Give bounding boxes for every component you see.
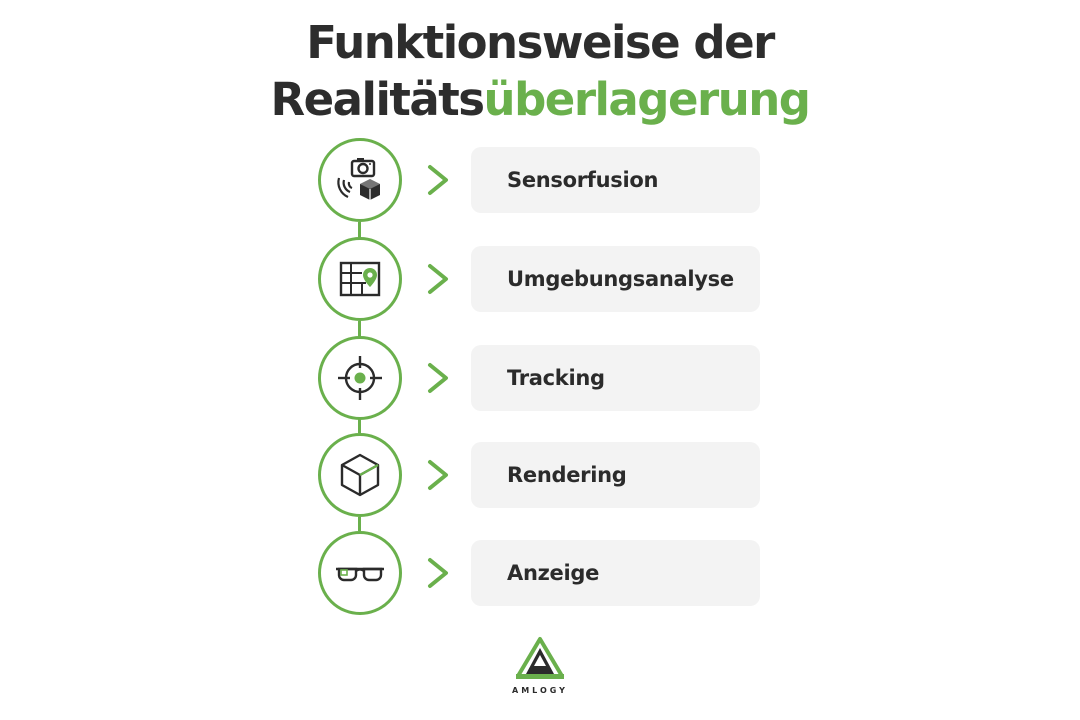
step-umgebungsanalyse: Umgebungsanalyse [0, 237, 1080, 321]
smart-glasses-icon [336, 567, 384, 582]
step-label-card: Anzeige [471, 540, 760, 606]
camera-sensor-cube-icon [337, 158, 380, 200]
chevron-right-icon [428, 363, 448, 393]
step-rendering: Rendering [0, 433, 1080, 517]
step-circle [318, 237, 402, 321]
step-label-card: Tracking [471, 345, 760, 411]
step-label-card: Rendering [471, 442, 760, 508]
step-label-card: Sensorfusion [471, 147, 760, 213]
chevron-right-icon [428, 264, 448, 294]
title-line-1: Funktionsweise der [306, 16, 775, 69]
chevron-right-icon [428, 460, 448, 490]
step-circle [318, 138, 402, 222]
connector-line [358, 321, 361, 337]
logo-mark-icon [516, 637, 564, 679]
page-title: Funktionsweise der Realitätsüberlagerung [0, 14, 1080, 128]
step-circle [318, 336, 402, 420]
cube-icon [340, 453, 380, 497]
step-circle [318, 433, 402, 517]
step-tracking: Tracking [0, 336, 1080, 420]
crosshair-icon [338, 356, 382, 400]
step-sensorfusion: Sensorfusion [0, 138, 1080, 222]
connector-line [358, 419, 361, 433]
chevron-right-icon [428, 558, 448, 588]
map-pin-icon [339, 261, 381, 297]
logo-brand-text: AMLOGY [512, 686, 568, 695]
step-label-card: Umgebungsanalyse [471, 246, 760, 312]
step-circle [318, 531, 402, 615]
connector-line [358, 222, 361, 238]
connector-line [358, 517, 361, 531]
title-plain: Realitäts [270, 73, 485, 126]
amlogy-logo: AMLOGY [500, 636, 580, 702]
chevron-right-icon [428, 165, 448, 195]
step-anzeige: Anzeige [0, 531, 1080, 615]
title-accent: überlagerung [483, 73, 811, 126]
title-line-2: Realitätsüberlagerung [0, 71, 1080, 128]
